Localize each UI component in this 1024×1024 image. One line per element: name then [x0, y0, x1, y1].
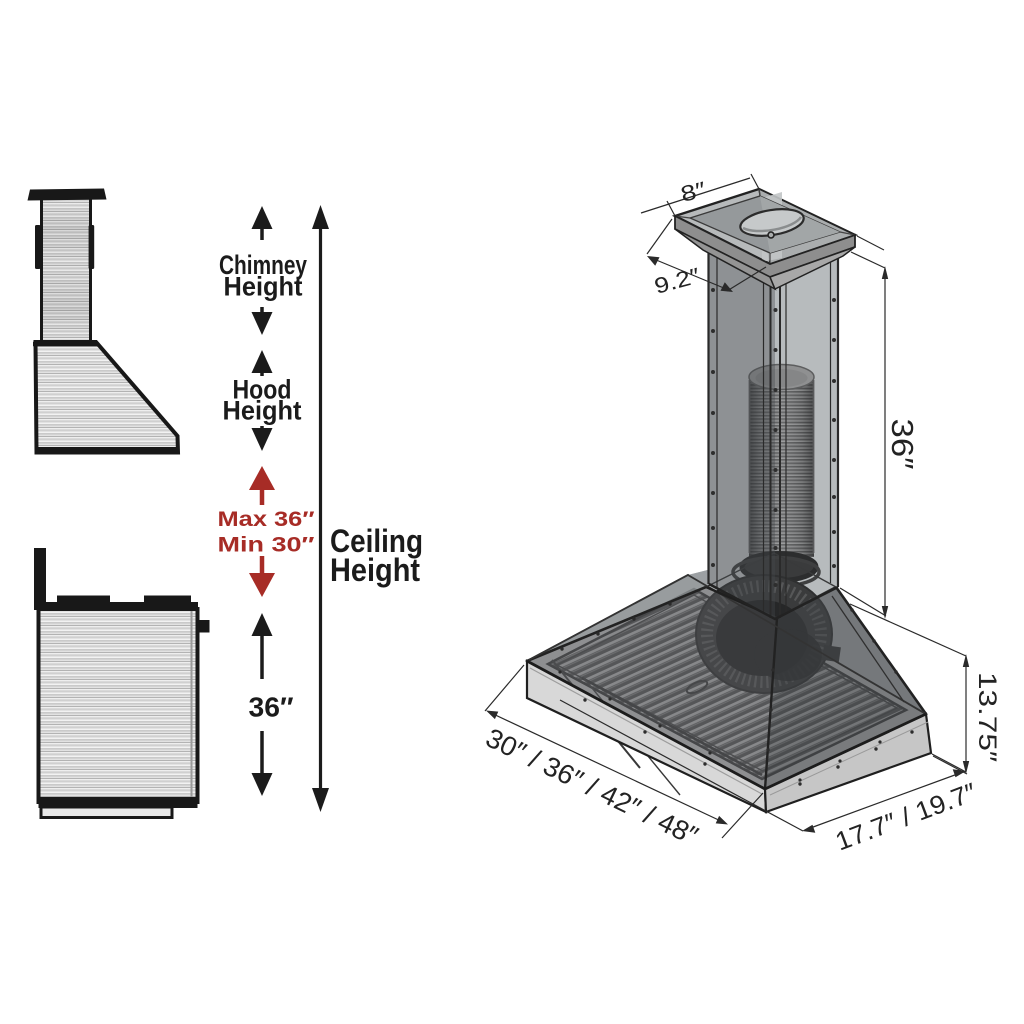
svg-text:8″: 8″ — [678, 177, 709, 207]
svg-text:Max 36″: Max 36″ — [218, 507, 315, 531]
svg-text:Height: Height — [224, 272, 303, 302]
svg-text:36″: 36″ — [885, 419, 920, 470]
svg-text:Height: Height — [330, 552, 420, 588]
svg-text:Min 30″: Min 30″ — [218, 533, 315, 557]
svg-text:Hood: Hood — [233, 375, 292, 405]
svg-text:36″: 36″ — [249, 692, 294, 723]
svg-text:Ceiling: Ceiling — [330, 523, 423, 559]
svg-text:Chimney: Chimney — [219, 250, 307, 280]
svg-text:13.75″: 13.75″ — [973, 672, 1001, 762]
svg-text:Height: Height — [223, 396, 302, 426]
svg-text:9.2″: 9.2″ — [652, 263, 703, 299]
svg-text:17.7″ / 19.7″: 17.7″ / 19.7″ — [831, 777, 980, 857]
